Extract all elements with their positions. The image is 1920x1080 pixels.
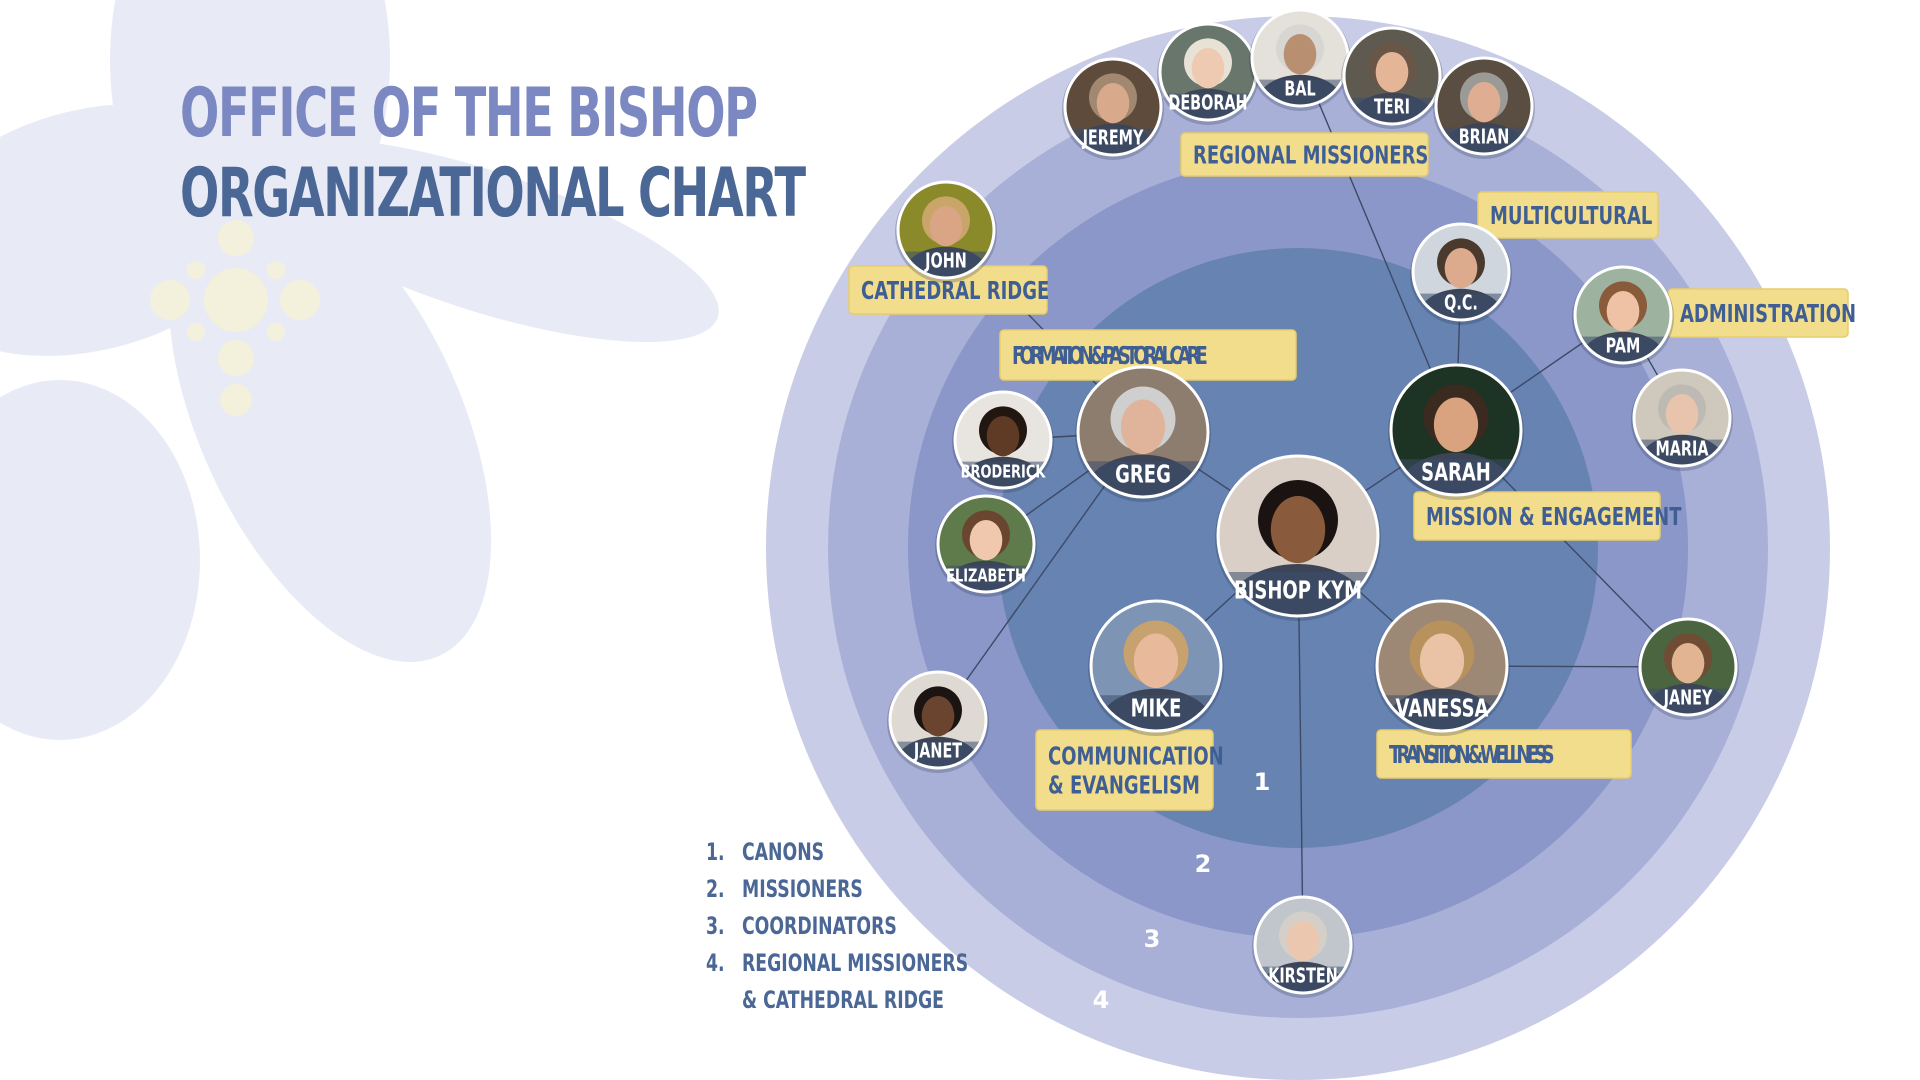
label-multicultural: MULTICULTURAL xyxy=(1477,191,1659,239)
person-name: MARIA xyxy=(1655,438,1708,461)
legend-number: 3. xyxy=(706,912,725,940)
legend-text: REGIONAL MISSIONERS xyxy=(742,949,969,977)
label-box xyxy=(1477,191,1659,239)
person-name: KIRSTEN xyxy=(1268,965,1338,988)
connector-line xyxy=(1299,57,1457,431)
person-greg: GREG xyxy=(1075,365,1211,502)
person-name: BRODERICK xyxy=(961,460,1046,482)
legend-number: 4. xyxy=(706,949,725,977)
person-john: JOHN xyxy=(895,180,997,283)
label-box xyxy=(1035,729,1214,811)
person-name: MIKE xyxy=(1131,695,1182,724)
label-box xyxy=(1413,491,1661,541)
person-name: DEBORAH xyxy=(1168,92,1247,115)
legend-text: CANONS xyxy=(742,838,825,866)
title-line-1: OFFICE OF THE BISHOP xyxy=(180,74,758,153)
legend-item: & CATHEDRAL RIDGE xyxy=(706,982,968,1019)
ring-number-3: 3 xyxy=(1144,925,1161,953)
person-janet: JANET xyxy=(887,670,989,773)
legend-item: 3. COORDINATORS xyxy=(706,908,968,945)
person-name: BRIAN xyxy=(1459,126,1510,149)
label-text: & EVANGELISM xyxy=(1048,772,1200,801)
label-box xyxy=(1180,132,1429,177)
label-text: MULTICULTURAL xyxy=(1490,202,1652,231)
avatar xyxy=(1391,365,1521,495)
person-maria: MARIA xyxy=(1631,368,1733,471)
legend-text: MISSIONERS xyxy=(742,875,863,903)
avatar xyxy=(1436,58,1532,154)
person-bishop: BISHOP KYM xyxy=(1215,454,1381,621)
avatar xyxy=(1255,897,1351,993)
person-name: Q.C. xyxy=(1444,292,1478,315)
person-jeremy: JEREMY xyxy=(1062,57,1164,160)
label-regional: REGIONAL MISSIONERS xyxy=(1180,132,1429,177)
ring-legend: 1. CANONS 2. MISSIONERS 3. COORDINATORS 4. R… xyxy=(706,834,968,1019)
label-formation: FORMATION & PASTORAL CARE xyxy=(999,329,1297,381)
person-elizabeth: ELIZABETH xyxy=(935,494,1037,597)
legend-number: 1. xyxy=(706,838,725,866)
label-text: MISSION & ENGAGEMENT xyxy=(1426,503,1682,532)
person-sarah: SARAH xyxy=(1388,363,1524,500)
person-name: PAM xyxy=(1606,335,1641,358)
ring-number-1: 1 xyxy=(1254,768,1271,796)
person-teri: TERI xyxy=(1341,26,1443,129)
person-name: SARAH xyxy=(1421,459,1491,488)
legend-text: & CATHEDRAL RIDGE xyxy=(742,986,944,1014)
label-mission: MISSION & ENGAGEMENT xyxy=(1413,491,1682,541)
avatar xyxy=(1252,10,1348,106)
label-text: TRANSITION & WELLNESS xyxy=(1389,741,1555,770)
person-name: BAL xyxy=(1284,78,1315,101)
avatar xyxy=(1640,619,1736,715)
label-cathedral: CATHEDRAL RIDGE xyxy=(848,265,1049,315)
label-communication: COMMUNICATION& EVANGELISM xyxy=(1035,729,1224,811)
person-brian: BRIAN xyxy=(1433,56,1535,159)
person-name: ELIZABETH xyxy=(946,564,1026,586)
label-text: COMMUNICATION xyxy=(1048,743,1224,772)
title-line-2: ORGANIZATIONAL CHART xyxy=(180,154,806,233)
label-administration: ADMINISTRATION xyxy=(1667,288,1856,338)
person-bal: BAL xyxy=(1249,8,1351,111)
label-transition: TRANSITION & WELLNESS xyxy=(1376,729,1632,779)
label-text: REGIONAL MISSIONERS xyxy=(1193,142,1428,171)
label-text: CATHEDRAL RIDGE xyxy=(861,277,1049,306)
person-name: JEREMY xyxy=(1082,127,1144,150)
legend-text: COORDINATORS xyxy=(742,912,897,940)
person-kirsten: KIRSTEN xyxy=(1252,895,1354,998)
avatar xyxy=(898,182,994,278)
person-name: VANESSA xyxy=(1396,695,1489,724)
legend-item: 4. REGIONAL MISSIONERS xyxy=(706,945,968,982)
person-name: JANET xyxy=(913,740,962,763)
ring-number-2: 2 xyxy=(1195,850,1212,878)
person-name: JANEY xyxy=(1663,687,1713,710)
avatar xyxy=(938,496,1034,592)
label-box xyxy=(1376,729,1632,779)
legend-item: 2. MISSIONERS xyxy=(706,871,968,908)
avatar xyxy=(1078,367,1208,497)
person-name: BISHOP KYM xyxy=(1234,577,1362,606)
ring-number-4: 4 xyxy=(1093,986,1110,1014)
person-broderick: BRODERICK xyxy=(952,390,1054,493)
label-text: ADMINISTRATION xyxy=(1680,300,1856,329)
label-text: FORMATION & PASTORAL CARE xyxy=(1012,342,1208,371)
legend-item: 1. CANONS xyxy=(706,834,968,871)
person-name: TERI xyxy=(1374,96,1410,119)
person-name: JOHN xyxy=(924,250,966,273)
person-janey: JANEY xyxy=(1637,617,1739,720)
legend-number: 2. xyxy=(706,875,725,903)
person-name: GREG xyxy=(1115,461,1171,490)
